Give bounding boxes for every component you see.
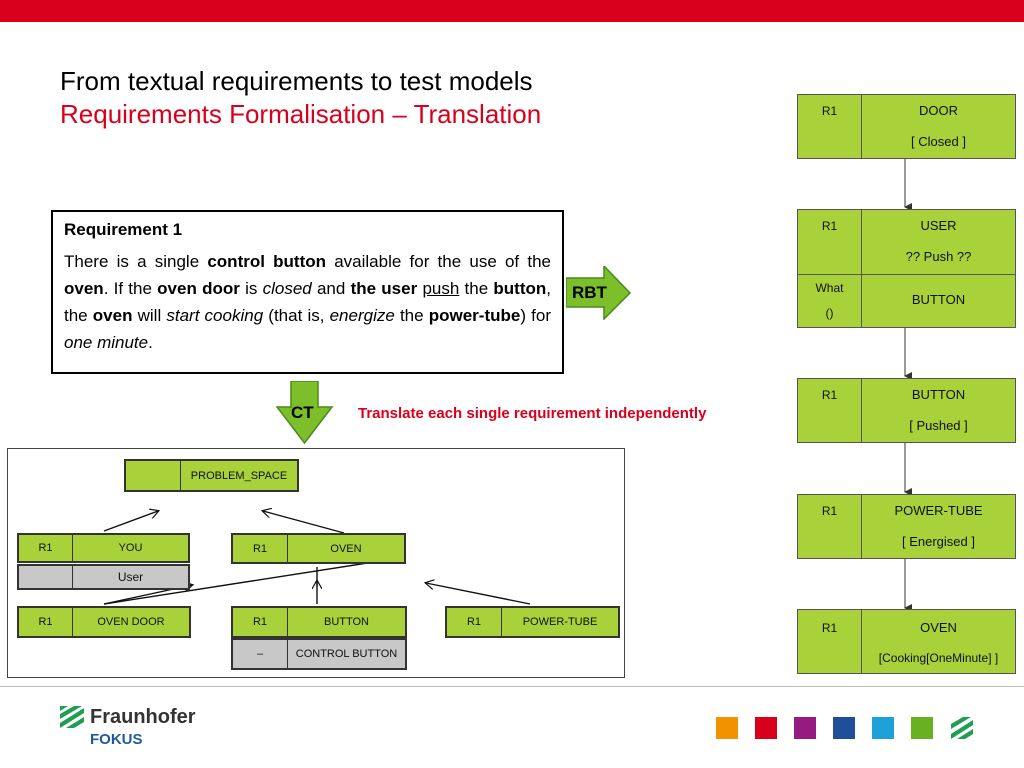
ct-arrow-icon <box>276 381 334 445</box>
slide-subtitle: Requirements Formalisation – Translation <box>60 99 542 129</box>
color-square <box>716 717 738 739</box>
ct-label: CT <box>291 403 314 422</box>
tree-node-you: R1 YOU <box>17 533 190 563</box>
chain-node-door: R1 DOOR [ Closed ] <box>797 94 1016 159</box>
tree-node-oven: R1 OVEN <box>231 533 406 564</box>
rbt-label: RBT <box>572 283 607 302</box>
top-accent-bar <box>0 0 1024 22</box>
chain-connectors <box>904 159 912 612</box>
slide-title: From textual requirements to test models <box>60 66 533 96</box>
chain-node-user: R1 USER ?? Push ?? What () BUTTON <box>797 209 1016 328</box>
chain-node-power-tube: R1 POWER-TUBE [ Energised ] <box>797 494 1016 559</box>
requirement-heading: Requirement 1 <box>64 220 183 239</box>
tree-node-power-tube: R1 POWER-TUBE <box>445 606 620 638</box>
color-square <box>794 717 816 739</box>
tree-node-button: R1 BUTTON <box>231 606 407 638</box>
rbt-arrow-icon <box>566 266 632 320</box>
tree-connectors <box>103 449 531 605</box>
color-square <box>833 717 855 739</box>
tree-node-button-sub: – CONTROL BUTTON <box>231 638 407 670</box>
problem-space-tree: PROBLEM_SPACE R1 YOU User R1 OVEN R1 OVE… <box>7 448 625 678</box>
chain-node-oven: R1 OVEN [Cooking[OneMinute] ] <box>797 609 1016 674</box>
requirement-text: There is a single control button availab… <box>64 252 551 352</box>
requirement-box: Requirement 1 There is a single control … <box>51 210 564 374</box>
translate-note: Translate each single requirement indepe… <box>358 405 707 422</box>
brand-sub: FOKUS <box>90 731 143 748</box>
color-square <box>872 717 894 739</box>
tree-node-you-sub: User <box>17 564 190 590</box>
color-square <box>755 717 777 739</box>
color-square <box>911 717 933 739</box>
stripes-logo-icon <box>951 717 973 739</box>
tree-node-problem-space: PROBLEM_SPACE <box>124 459 299 492</box>
tree-node-oven-door: R1 OVEN DOOR <box>17 606 191 638</box>
footer-divider <box>0 686 1024 687</box>
chain-node-button: R1 BUTTON [ Pushed ] <box>797 378 1016 443</box>
brand-name: Fraunhofer <box>90 706 196 728</box>
fraunhofer-logo-icon <box>60 706 84 728</box>
